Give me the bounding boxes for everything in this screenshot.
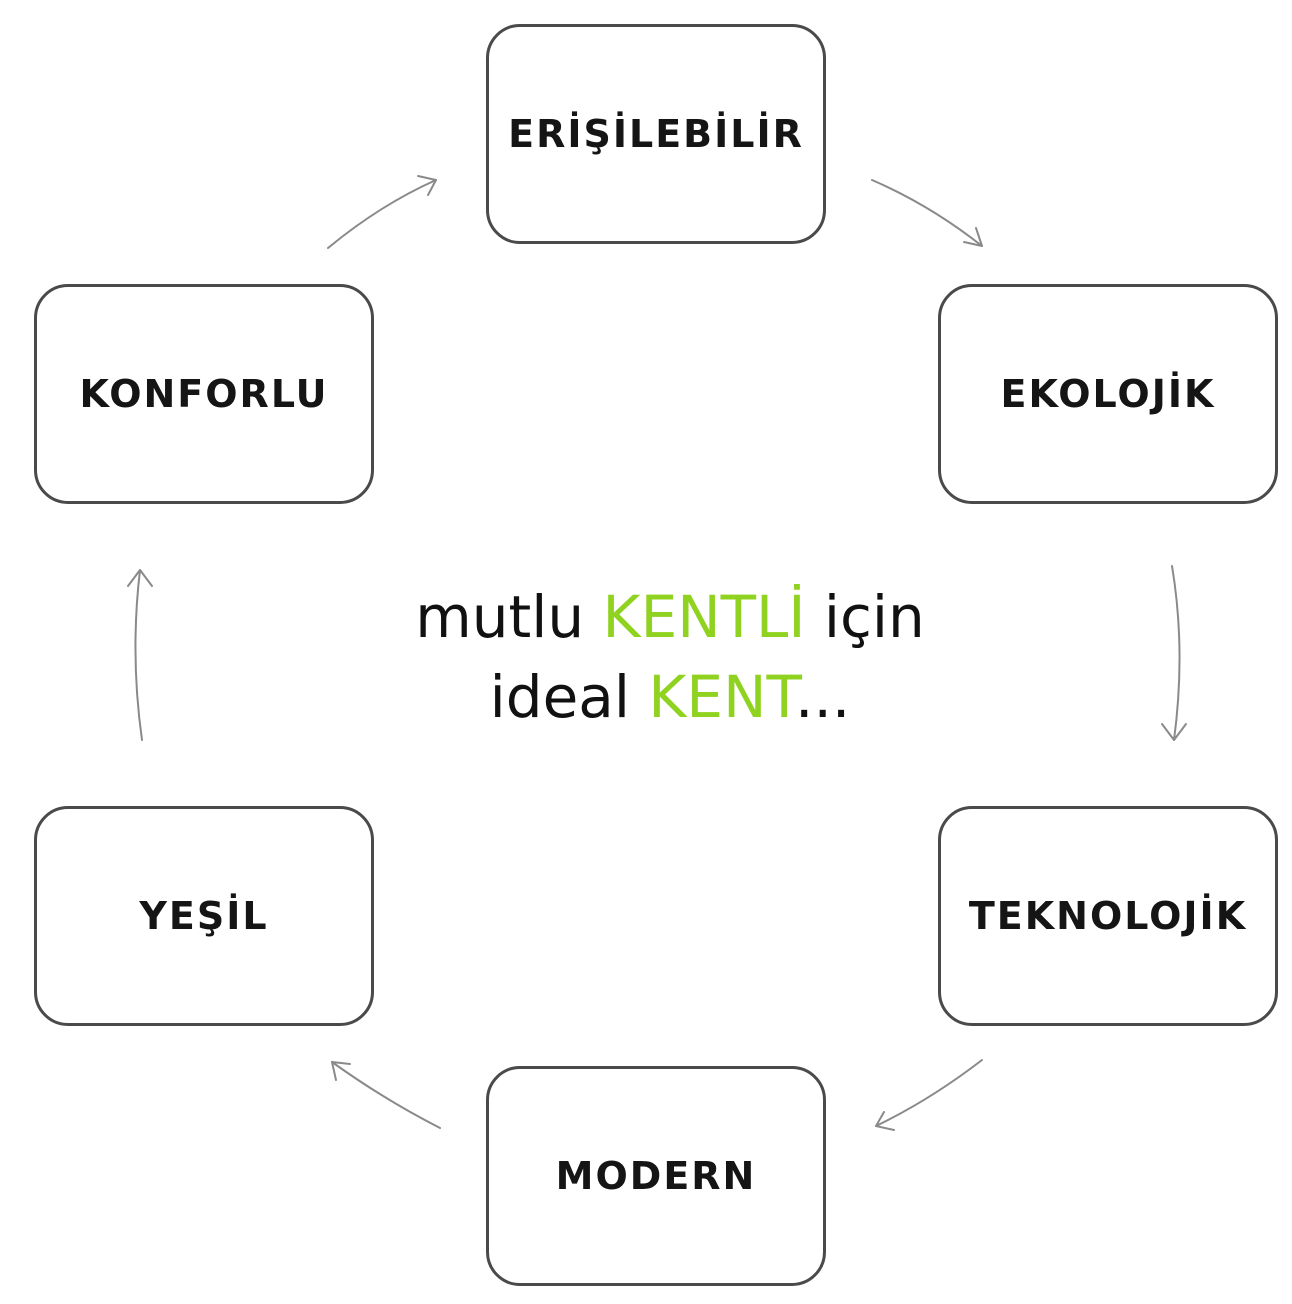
node-label: MODERN (555, 1154, 757, 1198)
center-word-ideal: ideal (489, 663, 649, 731)
arrow-yesil-to-konforlu (134, 569, 143, 741)
center-word-kent: KENT (648, 663, 796, 731)
center-title-line-2: ideal KENT... (300, 668, 1040, 726)
node-modern: MODERN (486, 1066, 826, 1286)
node-yesil: YEŞİL (34, 806, 374, 1026)
arrowhead-teknolojik-to-modern (875, 1111, 895, 1131)
node-label: TEKNOLOJİK (968, 894, 1248, 938)
center-title-line-1: mutlu KENTLİ için (300, 588, 1040, 646)
arrowhead-erisilebilir-to-ekolojik (963, 227, 983, 247)
node-label: KONFORLU (79, 372, 329, 416)
node-erisilebilir: ERİŞİLEBİLİR (486, 24, 826, 244)
arrow-modern-to-yesil (331, 1061, 441, 1129)
center-word-mutlu: mutlu (415, 583, 603, 651)
center-ellipsis: ... (795, 663, 851, 731)
arrow-teknolojik-to-modern (875, 1059, 983, 1127)
arrow-erisilebilir-to-ekolojik (871, 179, 983, 247)
center-word-icin: için (805, 583, 925, 651)
center-word-kentli: KENTLİ (602, 583, 806, 651)
arrowhead-yesil-to-konforlu (127, 569, 153, 587)
node-teknolojik: TEKNOLOJİK (938, 806, 1278, 1026)
arrowhead-konforlu-to-erisilebilir (417, 175, 437, 196)
arrowhead-modern-to-yesil (331, 1061, 351, 1081)
arrow-ekolojik-to-teknolojik (1171, 565, 1181, 741)
arrow-konforlu-to-erisilebilir (327, 179, 437, 249)
node-label: YEŞİL (139, 894, 269, 938)
node-label: ERİŞİLEBİLİR (508, 112, 804, 156)
node-ekolojik: EKOLOJİK (938, 284, 1278, 504)
node-label: EKOLOJİK (1000, 372, 1216, 416)
node-konforlu: KONFORLU (34, 284, 374, 504)
arrowhead-ekolojik-to-teknolojik (1161, 723, 1187, 741)
